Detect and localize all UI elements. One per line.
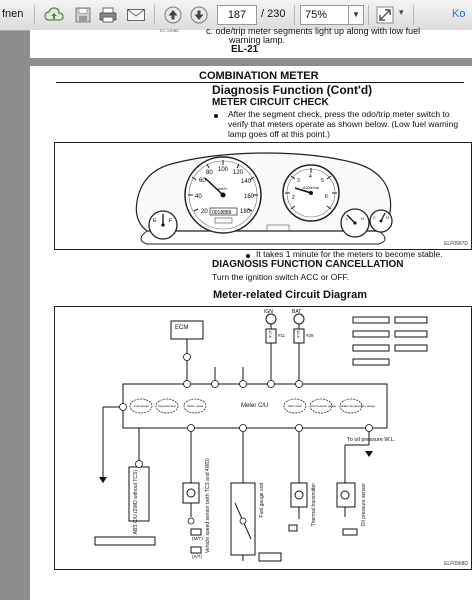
subheading: METER CIRCUIT CHECK [212,97,329,108]
oil-pressure-sensor-label: Oil pressure sensor [361,483,367,527]
svg-text:3: 3 [297,178,300,184]
svg-text:0018889: 0018889 [212,210,232,216]
search-comments-label[interactable]: Ko [452,8,466,20]
to-oil-pressure-label: To oil pressure W.L. [347,437,396,443]
more-tools-chevron-icon[interactable]: ▾ [399,7,404,17]
figure-id-label: ELF0968D [444,561,468,567]
manual-page: COMBINATION METER Diagnosis Function (Co… [30,66,472,600]
body-text: Turn the ignition switch ACC or OFF. [212,272,350,282]
fit-page-button[interactable] [374,4,396,26]
gauge-label: Water temperature gauge [341,404,376,408]
gauge-label: Speedometer [158,404,177,408]
meter-cu-label: Meter C/U [241,403,269,409]
fuse-label: 10 A [296,330,301,339]
svg-text:100: 100 [218,167,229,173]
svg-text:H: H [361,216,364,221]
svg-text:20: 20 [201,209,208,215]
text-line: c. ode/trip meter segments light up alon… [206,26,421,36]
svg-text:180: 180 [240,209,251,215]
svg-text:5: 5 [321,178,324,184]
svg-text:40: 40 [195,194,202,200]
figure-id-fragment: EC-130BD [160,28,180,33]
svg-text:140: 140 [241,179,252,185]
svg-text:120: 120 [233,170,244,176]
ecm-label: ECM [175,325,189,331]
bullet-icon [246,254,250,258]
page-number-input[interactable]: 187 [217,5,257,25]
fuse-number-label: #28 [306,333,314,338]
arrow-down-circle-icon [190,6,208,24]
gauge-label: Tacho meter [187,404,204,408]
svg-text:x1000r/min: x1000r/min [302,186,319,190]
toolbar-separator [413,5,414,25]
page-number-label: EL-21 [231,44,259,55]
abs-cu-label: ABS C/U (2WD without TCS) [133,470,139,535]
fuel-gauge-unit-label: Fuel gauge unit [259,483,265,518]
expand-arrows-icon [376,6,394,24]
menu-fragment-label[interactable]: fnen [2,8,24,20]
svg-text:F: F [169,218,172,224]
zoom-input[interactable]: 75% [300,5,350,25]
mt-label: (M/T) [192,536,203,541]
svg-text:H: H [386,215,389,220]
svg-text:C: C [373,215,376,220]
at-label: (A/T) [192,554,202,559]
diagram-title: Meter-related Circuit Diagram [213,289,368,301]
circuit-diagram [94,313,428,562]
arrow-up-circle-icon [164,6,182,24]
toolbar-separator [34,5,35,25]
fuse-number-label: #11 [278,333,286,338]
body-text: It takes 1 minute for the meters to beco… [256,249,443,259]
previous-page-fragment: EC-130BD c. ode/trip meter segments ligh… [30,26,472,58]
subheading: DIAGNOSIS FUNCTION CANCELLATION [212,259,404,270]
title-rule [56,82,464,83]
cloud-upload-button[interactable] [42,4,66,26]
svg-text:160: 160 [244,194,255,200]
pdf-toolbar: fnen [0,0,472,31]
circuit-diagram-figure: ECM IGN BAT 10 A #11 10 A #28 Meter C/U … [54,306,472,570]
envelope-icon [127,9,145,21]
toolbar-separator [154,5,155,25]
body-text: After the segment check, press the odo/t… [228,109,450,119]
previous-page-button[interactable] [162,4,184,26]
email-button[interactable] [124,4,148,26]
toolbar-separator [368,5,369,25]
svg-text:2: 2 [292,195,295,201]
next-page-button[interactable] [188,4,210,26]
vehicle-speed-sensor-label: Vehicle speed sensor (with TCS and 4WD) [205,458,211,553]
fuse-label: 10 A [268,330,273,339]
section-title: COMBINATION METER [199,70,319,82]
gauge-label: Fuel gauge [134,404,150,408]
toolbar-separator [294,5,295,25]
svg-text:60: 60 [199,178,206,184]
svg-text:L: L [346,216,349,221]
svg-text:km/h: km/h [218,186,227,191]
print-button[interactable] [96,4,120,26]
page-heading: Diagnosis Function (Cont'd) [212,83,373,97]
save-icon [75,7,91,23]
page-total-label: / 230 [261,8,286,20]
save-button[interactable] [72,4,94,26]
zoom-dropdown-button[interactable]: ▼ [348,5,364,25]
bullet-icon [214,114,218,118]
svg-text:4: 4 [309,174,312,180]
ign-label: IGN [264,309,273,315]
gauge-label: Odo meter [288,404,303,408]
svg-text:80: 80 [206,170,213,176]
gauge-label: Oil pressure gauge [311,404,337,408]
bat-label: BAT [292,309,302,315]
body-text: lamp goes off at this point.) [228,129,330,139]
thermal-transmitter-label: Thermal transmitter [311,483,317,527]
svg-text:E: E [153,218,157,224]
printer-icon [99,7,117,23]
cloud-upload-icon [44,7,64,21]
svg-text:6: 6 [325,194,328,200]
figure-id-label: ELF0967D [444,241,468,247]
text-line: warning lamp. [229,35,286,45]
body-text: verify that meters operate as shown belo… [228,119,459,129]
